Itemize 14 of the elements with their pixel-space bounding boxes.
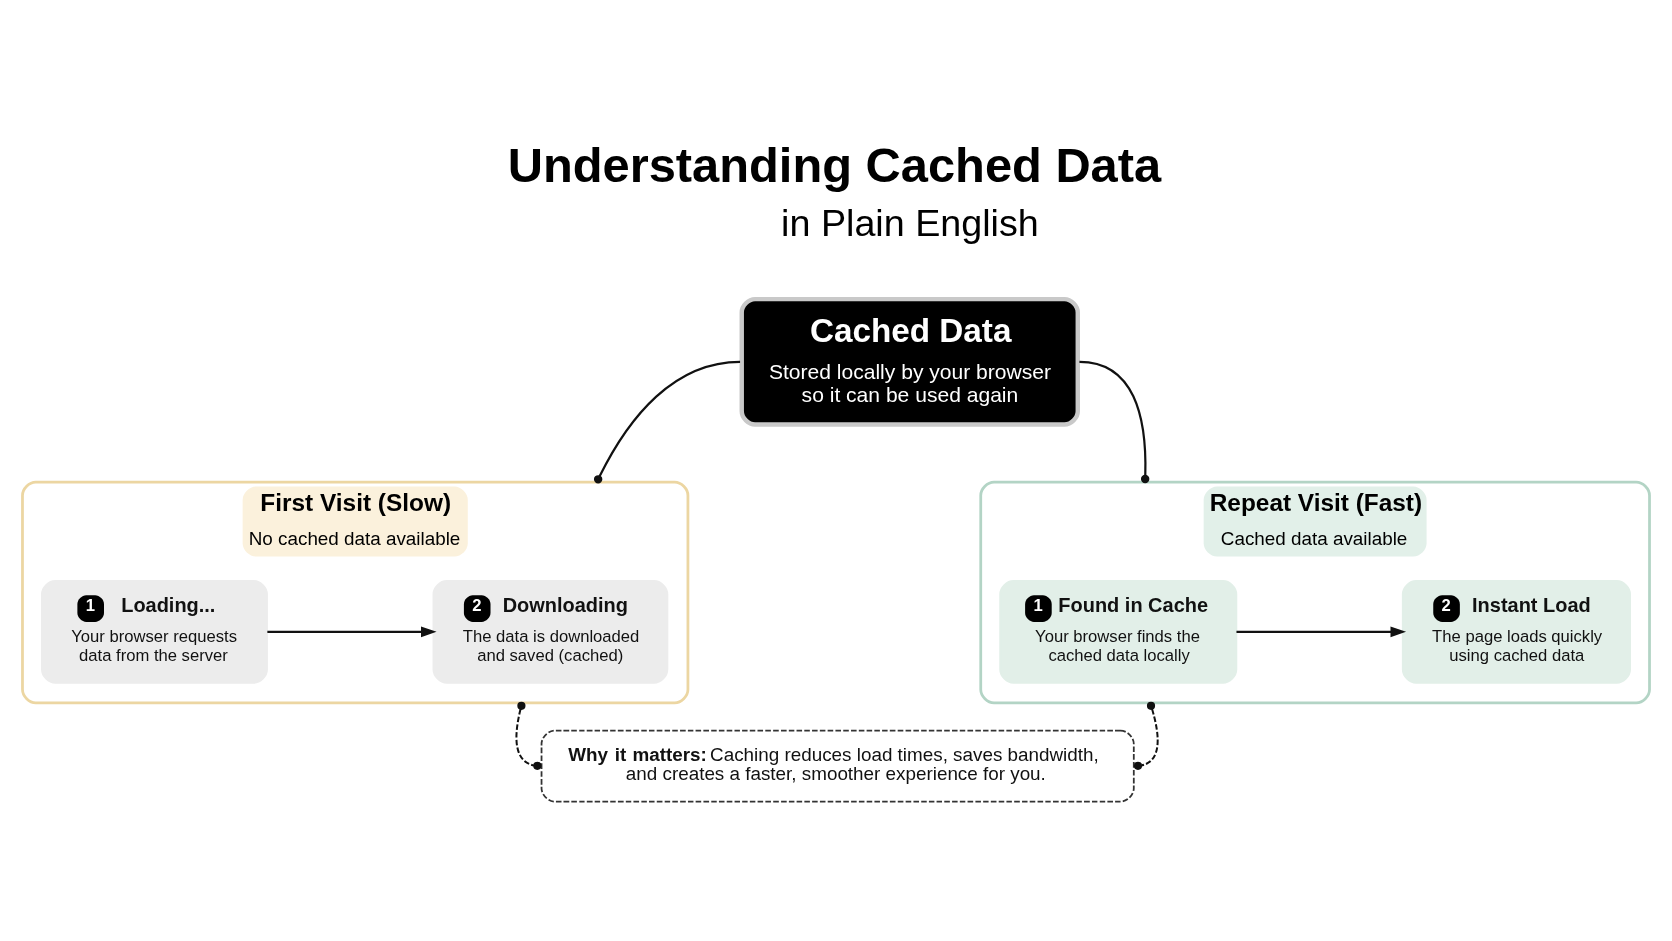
node-box: 2 Instant Load The page loads quickly using cached data bbox=[1401, 579, 1631, 684]
node-box: Cached Data Stored locally by your browser so it can be used again bbox=[739, 296, 1080, 427]
connector bbox=[1079, 360, 1150, 484]
node-box: 1 Found in Cache Your browser finds the cached data locally bbox=[999, 579, 1238, 684]
connector bbox=[515, 701, 542, 770]
diagram-title: Understanding Cached Data bbox=[507, 137, 1162, 192]
label: in Plain English bbox=[781, 202, 1039, 245]
node-box: Why it matters: Caching reduces load times, saves bandwidth, and creates a faster, smoother experience for you. bbox=[540, 729, 1135, 803]
connector bbox=[1133, 701, 1159, 770]
arrow bbox=[1236, 626, 1407, 638]
node-box: 1 Loading... Your browser requests data from the server bbox=[41, 579, 268, 684]
arrow bbox=[267, 626, 437, 638]
connector bbox=[593, 360, 741, 484]
node-box: 2 Downloading The data is downloaded and saved (cached) bbox=[432, 579, 669, 684]
